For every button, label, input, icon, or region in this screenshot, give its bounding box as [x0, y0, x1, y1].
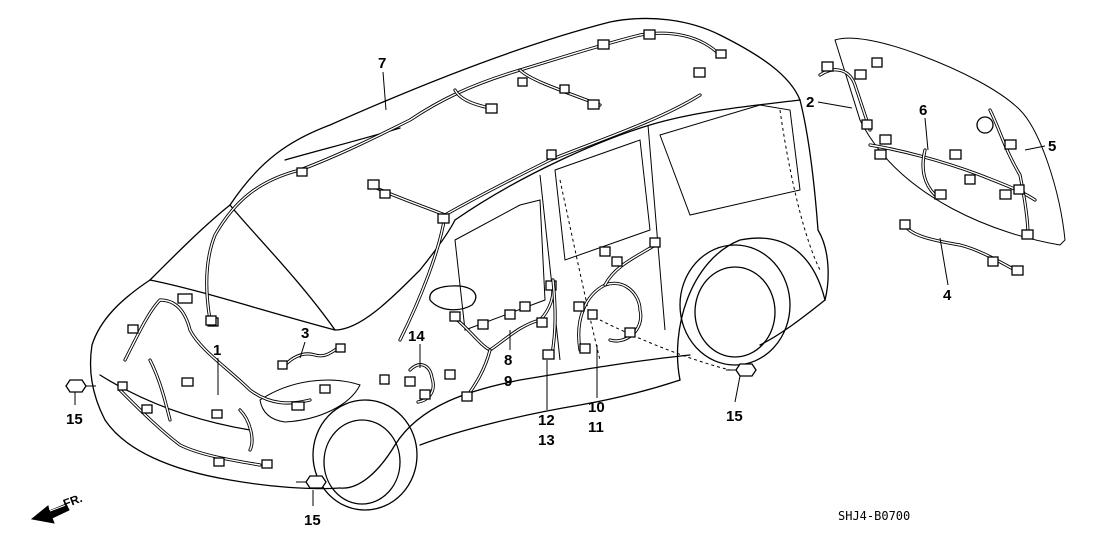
harness-12-13 [542, 278, 557, 360]
diagram-code: SHJ4-B0700 [838, 509, 910, 523]
van-body-outline [89, 17, 829, 511]
front-direction-label: FR. [61, 491, 84, 511]
callout-15-front: 15 [304, 512, 321, 529]
callout-15-left: 15 [66, 411, 83, 428]
harness-14 [404, 363, 456, 404]
callout-4: 4 [943, 287, 952, 304]
rear-panel-outline [834, 37, 1066, 246]
callout-14: 14 [408, 328, 425, 345]
bolt-right [726, 363, 757, 377]
callout-7: 7 [378, 55, 386, 72]
front-direction-indicator: FR. [30, 491, 84, 524]
bolt-front [296, 475, 327, 489]
harness-8-9-front-door [449, 280, 557, 402]
callout-3: 3 [301, 325, 309, 342]
callout-12: 12 [538, 412, 555, 429]
callout-11: 11 [588, 419, 604, 436]
callout-5: 5 [1048, 138, 1056, 155]
callout-13: 13 [538, 432, 555, 449]
callout-9: 9 [504, 373, 512, 390]
callout-labels: 1 2 3 4 5 6 7 8 9 10 11 12 13 14 15 15 1… [66, 55, 1056, 529]
callout-15-right: 15 [726, 408, 743, 425]
harness-3 [277, 343, 346, 370]
callout-8: 8 [504, 352, 512, 369]
callout-1: 1 [213, 342, 221, 359]
callout-6: 6 [919, 102, 927, 119]
harness-4-rear [899, 219, 1024, 276]
leader-lines [74, 71, 1046, 506]
callout-2: 2 [806, 94, 814, 111]
bolt-left [65, 379, 96, 393]
harness-2-6-5-rear [818, 57, 1037, 240]
callout-10: 10 [588, 399, 605, 416]
harness-7-roof [205, 29, 727, 385]
front-arrow-icon [30, 503, 70, 524]
harness-10-11-slide-door [573, 237, 661, 354]
